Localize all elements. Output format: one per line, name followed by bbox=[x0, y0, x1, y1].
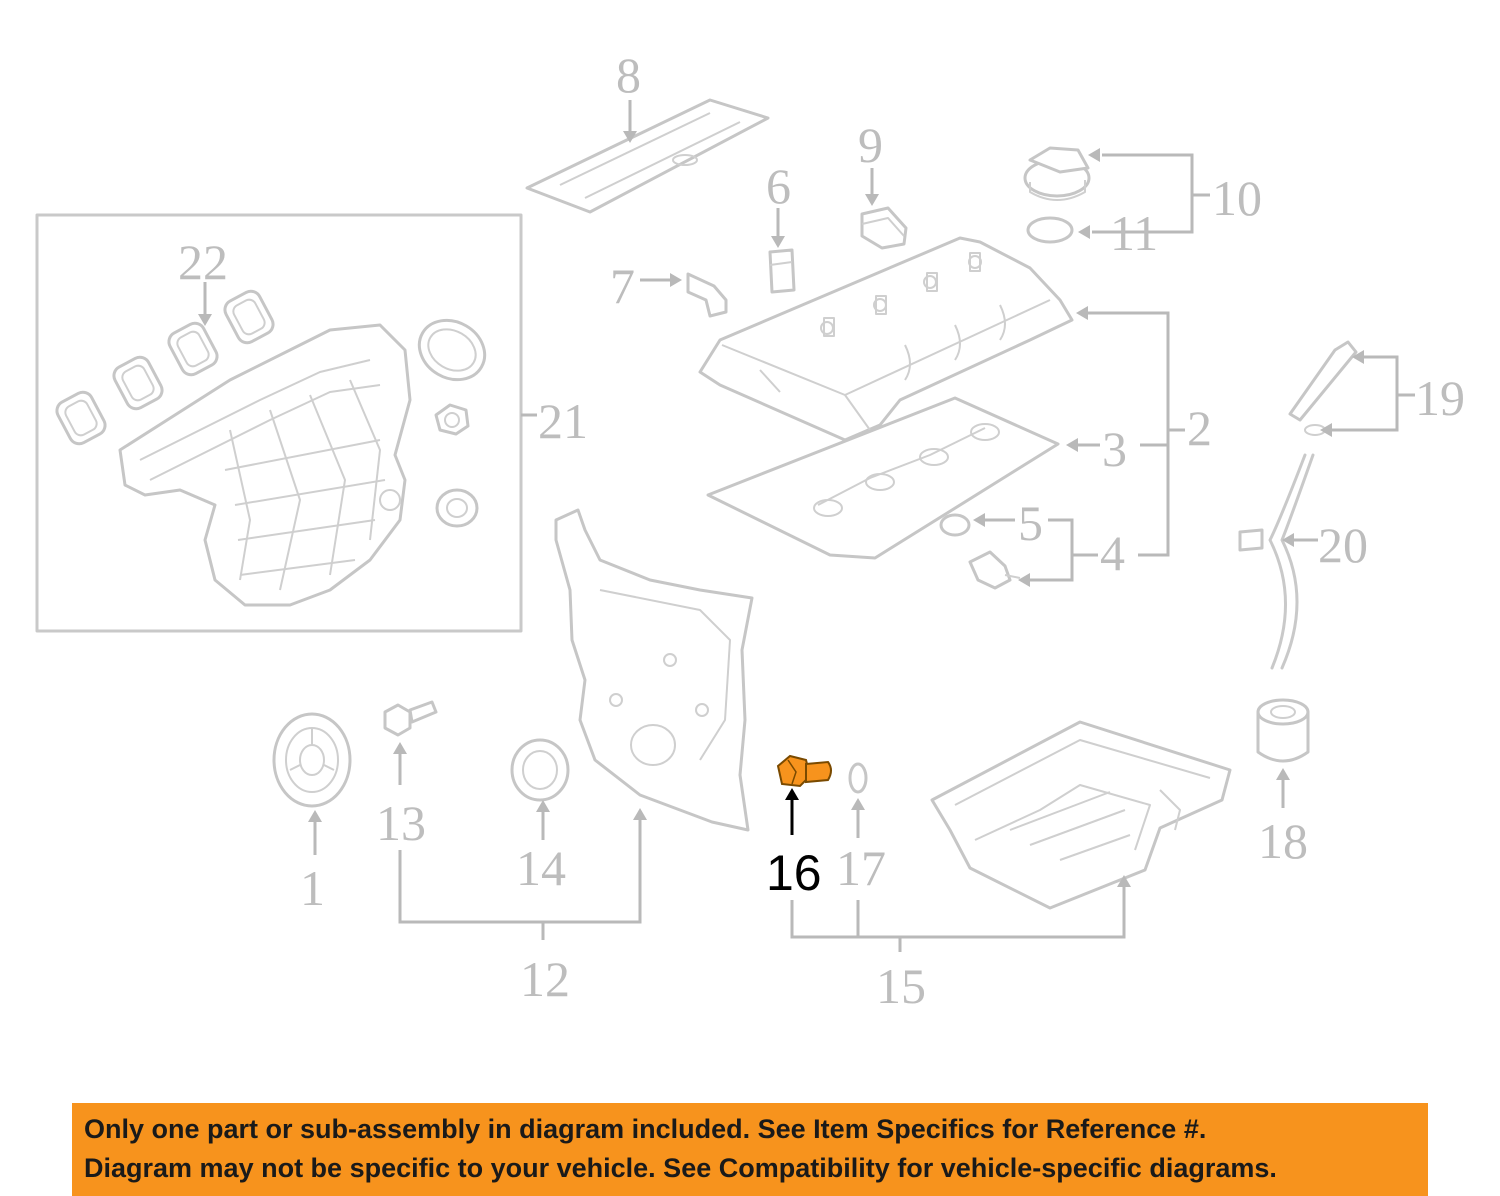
pcv-grommet bbox=[939, 513, 971, 537]
valve-cover-gasket bbox=[706, 396, 1060, 560]
callout-19[interactable]: 19 bbox=[1415, 370, 1465, 426]
callout-8[interactable]: 8 bbox=[616, 47, 641, 103]
bracket-7 bbox=[686, 272, 728, 318]
intake-manifold bbox=[118, 323, 412, 607]
callout-15[interactable]: 15 bbox=[876, 958, 926, 1014]
callout-12[interactable]: 12 bbox=[520, 951, 570, 1007]
callout-3[interactable]: 3 bbox=[1102, 421, 1127, 477]
manifold-bolt bbox=[434, 403, 470, 436]
callout-5[interactable]: 5 bbox=[1018, 495, 1043, 551]
connector-9 bbox=[860, 206, 908, 250]
disclaimer-line-2: Diagram may not be specific to your vehi… bbox=[84, 1153, 1277, 1183]
crank-pulley bbox=[272, 712, 352, 808]
drain-plug-highlighted bbox=[776, 754, 832, 788]
oil-pan bbox=[930, 720, 1232, 910]
filler-cap-seal bbox=[1026, 216, 1074, 244]
disclaimer-banner: Only one part or sub-assembly in diagram… bbox=[72, 1103, 1428, 1196]
engine-cover bbox=[525, 98, 770, 214]
callout-20[interactable]: 20 bbox=[1318, 517, 1368, 573]
bracket-6 bbox=[768, 248, 796, 294]
callout-22[interactable]: 22 bbox=[178, 234, 228, 290]
intake-manifold-box bbox=[35, 213, 523, 633]
callout-14[interactable]: 14 bbox=[516, 840, 566, 896]
intake-gaskets bbox=[55, 289, 275, 446]
callout-16[interactable]: 16 bbox=[766, 845, 822, 901]
disclaimer-line-1: Only one part or sub-assembly in diagram… bbox=[84, 1114, 1207, 1144]
pcv-valve bbox=[968, 550, 1021, 590]
callout-13[interactable]: 13 bbox=[376, 795, 426, 851]
bolt-13 bbox=[383, 700, 438, 737]
callout-9[interactable]: 9 bbox=[858, 117, 883, 173]
manifold-seal bbox=[435, 488, 479, 528]
callout-4[interactable]: 4 bbox=[1100, 525, 1125, 581]
callout-1[interactable]: 1 bbox=[300, 860, 325, 916]
timing-cover bbox=[554, 508, 754, 832]
drain-plug-gasket bbox=[848, 762, 868, 794]
dipstick-tube bbox=[1238, 453, 1315, 670]
oil-filler-cap bbox=[1023, 146, 1091, 201]
crank-seal bbox=[510, 738, 570, 802]
callout-2[interactable]: 2 bbox=[1187, 400, 1212, 456]
callout-10[interactable]: 10 bbox=[1212, 170, 1262, 226]
callout-7[interactable]: 7 bbox=[610, 258, 635, 314]
callout-17[interactable]: 17 bbox=[836, 840, 886, 896]
callout-11[interactable]: 11 bbox=[1110, 205, 1158, 261]
callout-21[interactable]: 21 bbox=[538, 393, 588, 449]
callout-18[interactable]: 18 bbox=[1258, 813, 1308, 869]
valve-cover bbox=[698, 236, 1074, 442]
oil-filter bbox=[1256, 698, 1310, 763]
dipstick bbox=[1288, 340, 1358, 436]
throttle-gasket bbox=[417, 318, 487, 382]
parts-diagram: 22 21 8 6 7 9 10 11 bbox=[35, 47, 1465, 1014]
callout-6[interactable]: 6 bbox=[766, 158, 791, 214]
